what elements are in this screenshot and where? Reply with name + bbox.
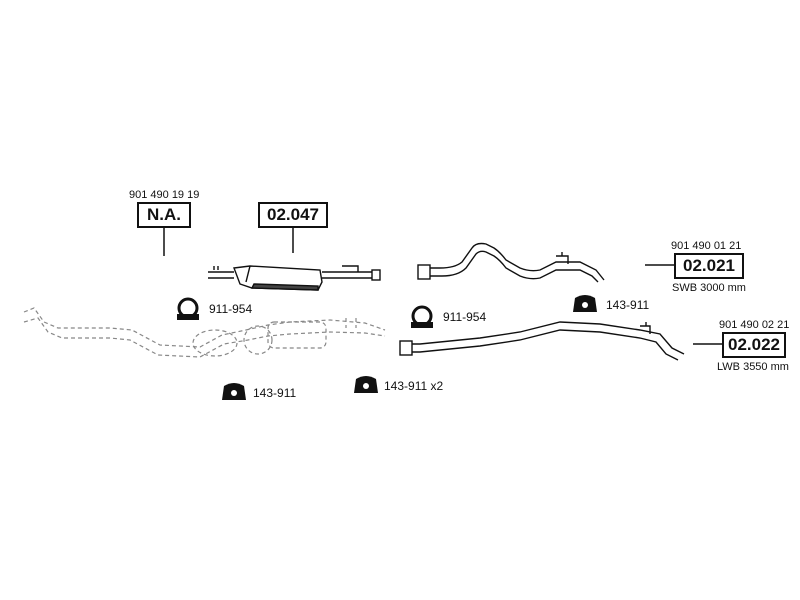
hanger-center-part-number[interactable]: 143-911 x2: [384, 379, 444, 393]
middle-silencer-code-box[interactable]: 02.047: [258, 202, 328, 228]
rear-lwb-length-note: LWB 3550 mm: [717, 361, 789, 373]
rear-lwb-code-box[interactable]: 02.022: [722, 332, 786, 358]
rear-lwb-oem-number: 901 490 02 21: [719, 319, 790, 331]
clamp-right-part-number[interactable]: 911-954: [443, 310, 487, 324]
leader-lines: [163, 227, 722, 345]
clamp-left-part-number[interactable]: 911-954: [209, 302, 253, 316]
rubber-hanger-icon: [222, 383, 246, 400]
rubber-hanger-icon: [354, 376, 378, 393]
hanger-left-part-number[interactable]: 143-911: [253, 386, 297, 400]
front-pipe-code-box[interactable]: N.A.: [137, 202, 191, 228]
hanger-right-part-number[interactable]: 143-911: [606, 298, 650, 312]
middle-silencer-drawing: [208, 265, 381, 291]
rear-pipe-lwb-drawing: [399, 321, 685, 361]
front-pipe-oem-number: 901 490 19 19: [129, 189, 200, 201]
rear-pipe-swb-drawing: [417, 242, 605, 283]
rear-swb-length-note: SWB 3000 mm: [672, 282, 746, 294]
clamp-icon: [177, 297, 199, 320]
rubber-hanger-icon: [573, 295, 597, 312]
rear-swb-code-box[interactable]: 02.021: [674, 253, 744, 279]
clamp-icon: [411, 305, 433, 328]
front-pipe-dashed: [23, 307, 386, 358]
rear-swb-oem-number: 901 490 01 21: [671, 240, 742, 252]
